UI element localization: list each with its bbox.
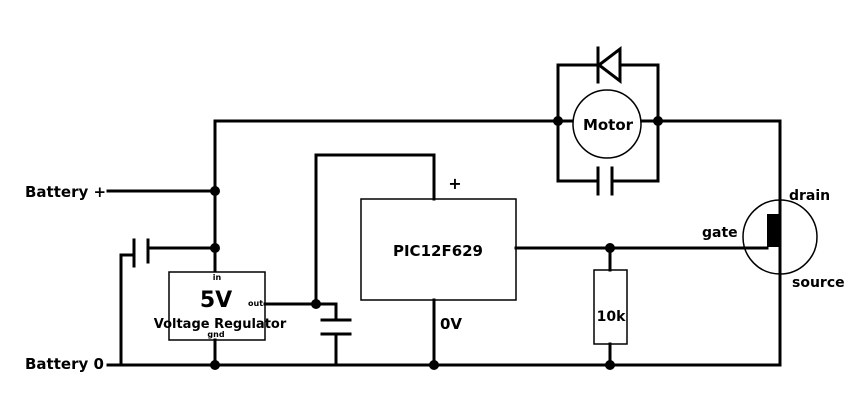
mcu-body: [360, 198, 517, 301]
junction-input-cap: [210, 243, 220, 253]
junction-motor-left: [553, 116, 563, 126]
decoupling-capacitor: [320, 318, 352, 336]
mosfet: gate drain source: [702, 188, 845, 291]
motor-label: Motor: [583, 116, 634, 134]
regulator-out-label: out: [248, 299, 263, 308]
junction-ground-pic: [429, 360, 439, 370]
gate-label: gate: [702, 225, 738, 241]
junction-motor-right: [653, 116, 663, 126]
voltage-regulator: in out gnd 5V Voltage Regulator: [154, 271, 287, 341]
wire-diode-left: [556, 63, 599, 123]
flyback-diode: [596, 45, 622, 85]
mcu-plus-label: +: [448, 174, 461, 193]
source-label: source: [792, 275, 845, 291]
regulator-name-label: Voltage Regulator: [154, 317, 287, 332]
junction-reg-out: [311, 299, 321, 309]
wire-diode-right: [618, 63, 660, 123]
motor: Motor: [572, 89, 642, 159]
pic-microcontroller: PIC12F629 + 0V: [360, 174, 517, 333]
junction-ground-resistor: [605, 360, 615, 370]
resistor-10k: 10k: [593, 269, 628, 345]
junction-battery-plus: [210, 186, 220, 196]
mosfet-outline: [742, 199, 818, 275]
wire-motorcap-left: [556, 119, 598, 183]
diode-triangle: [596, 45, 622, 85]
wire-motorcap-right: [610, 119, 660, 183]
junctions: [210, 116, 663, 370]
regulator-gnd-label: gnd: [207, 330, 224, 339]
regulator-voltage-label: 5V: [200, 288, 232, 313]
mcu-zero-label: 0V: [440, 315, 462, 333]
input-capacitor: [132, 238, 150, 268]
regulator-in-label: in: [213, 273, 222, 282]
junction-ground-reg: [210, 360, 220, 370]
resistor-label: 10k: [597, 309, 626, 325]
battery-plus-label: Battery +: [25, 183, 106, 201]
resistor-body: [593, 269, 628, 345]
motor-capacitor: [596, 166, 614, 196]
junction-gate-resistor: [605, 243, 615, 253]
wires: [106, 63, 782, 367]
mcu-label: PIC12F629: [393, 242, 483, 260]
drain-label: drain: [789, 188, 830, 204]
battery-zero-label: Battery 0: [25, 355, 104, 373]
motor-body: [572, 89, 642, 159]
regulator-body: [168, 271, 266, 341]
mosfet-gate-plate: [767, 214, 780, 247]
